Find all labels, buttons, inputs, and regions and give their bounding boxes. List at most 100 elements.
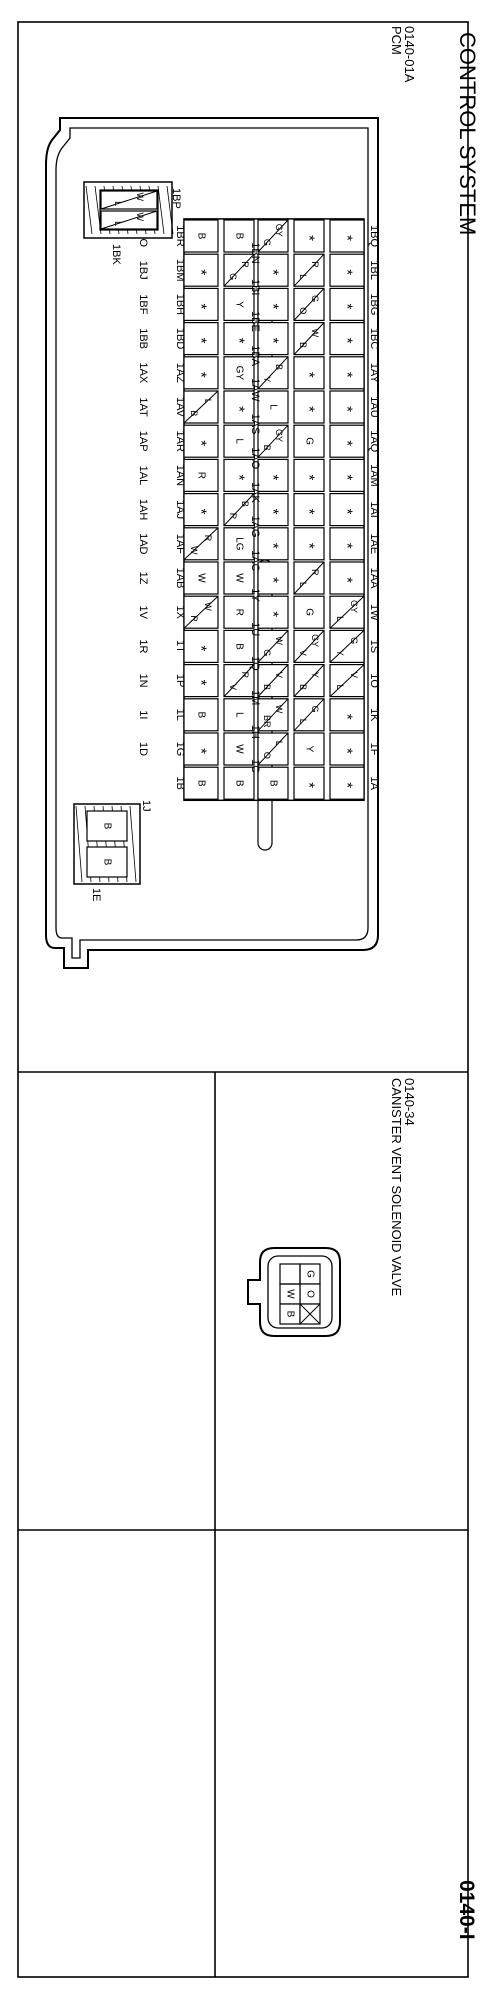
pin-id-label: 1N bbox=[137, 674, 149, 688]
unused-pin-mark: * bbox=[265, 543, 282, 549]
pin-box bbox=[223, 458, 255, 492]
wire-color-secondary: R bbox=[228, 513, 238, 520]
pin-id-label: 1Y bbox=[249, 588, 261, 602]
wire-color: W bbox=[234, 744, 245, 754]
pin-box bbox=[183, 458, 219, 492]
pin-box bbox=[257, 458, 289, 492]
unused-pin-mark: * bbox=[193, 372, 210, 378]
wire-color-primary: L bbox=[274, 741, 284, 746]
pin-box bbox=[329, 424, 365, 458]
wire-color-secondary: L bbox=[335, 684, 345, 689]
pin-cell: * bbox=[293, 766, 325, 800]
pin-box bbox=[183, 629, 219, 664]
pin-id-label: 1L bbox=[174, 709, 186, 721]
pin-cell: RV bbox=[223, 663, 255, 698]
unused-pin-mark: * bbox=[339, 235, 356, 241]
pin-id-label: 1BQ bbox=[368, 225, 380, 247]
pin-cell: RL bbox=[293, 253, 325, 287]
pin-box bbox=[293, 595, 325, 629]
pin-split-line bbox=[100, 190, 158, 210]
wire-color-secondary: R bbox=[189, 615, 199, 622]
unused-pin-mark: * bbox=[231, 474, 248, 480]
unused-pin-mark: * bbox=[193, 338, 210, 344]
wire-color: LG bbox=[234, 537, 245, 551]
pin-id-label: 1H bbox=[249, 725, 261, 739]
unused-pin-mark: * bbox=[339, 372, 356, 378]
pin-split-line bbox=[293, 664, 325, 697]
pin-box bbox=[223, 287, 255, 321]
pin-id-label: 1AN bbox=[174, 465, 186, 486]
wire-color-secondary: Y bbox=[335, 650, 345, 656]
wire-color-primary: G bbox=[310, 295, 320, 302]
unused-pin-mark: * bbox=[265, 577, 282, 583]
pin-cell: B bbox=[223, 766, 255, 800]
wire-color-primary: L bbox=[203, 399, 213, 404]
pin-cell: RG bbox=[223, 253, 255, 287]
wire-color: B bbox=[234, 233, 245, 240]
pin-box bbox=[183, 219, 219, 253]
pin-cell: RW bbox=[183, 527, 219, 561]
pin-cell: BR bbox=[223, 493, 255, 527]
pin-cell: Y bbox=[293, 732, 325, 766]
pin-cell: R bbox=[223, 595, 255, 629]
wire-color-primary: B bbox=[240, 501, 250, 507]
pin-split-line bbox=[223, 253, 255, 287]
blank-cross-line bbox=[299, 1303, 321, 1325]
pin-id-label: 1AP bbox=[137, 431, 149, 452]
pin-cell: WG bbox=[257, 629, 289, 664]
pin-box bbox=[329, 527, 365, 561]
pin-cell: * bbox=[293, 390, 325, 424]
pcm-label: 0140-01A PCM bbox=[389, 26, 417, 83]
pin-cell: VB bbox=[257, 663, 289, 698]
pin-cell: * bbox=[329, 390, 365, 424]
wire-color-secondary: L bbox=[298, 274, 308, 279]
pin-cell: * bbox=[257, 527, 289, 561]
pcm-name: PCM bbox=[389, 26, 404, 55]
wire-color-secondary: B bbox=[298, 342, 308, 348]
canister-housing-inner bbox=[267, 1255, 333, 1329]
unused-pin-mark: * bbox=[339, 577, 356, 583]
pin-split-line bbox=[100, 210, 158, 230]
pin-cell: LO bbox=[257, 732, 289, 766]
wire-color: B bbox=[196, 711, 207, 718]
unused-pin-mark: * bbox=[339, 406, 356, 412]
pin-id-label: 1R bbox=[137, 639, 149, 653]
pin-cell: * bbox=[183, 287, 219, 321]
pin-id-label: 1Z bbox=[137, 572, 149, 585]
pin-cell: * bbox=[257, 561, 289, 595]
pin-cell: * bbox=[329, 561, 365, 595]
pin-id-label: 1BK bbox=[110, 244, 122, 265]
pin-id-label: 1A bbox=[368, 776, 380, 790]
pin-box bbox=[329, 698, 365, 732]
pin-cell: * bbox=[329, 527, 365, 561]
pin-box bbox=[223, 698, 255, 732]
pin-id-label: 1O bbox=[368, 673, 380, 688]
wire-color-primary: W bbox=[310, 329, 320, 338]
pcm-housing-outer bbox=[45, 117, 379, 969]
pin-id-label: 1BG bbox=[368, 293, 380, 315]
pin-cell: * bbox=[293, 356, 325, 390]
pin-id-label: 1AU bbox=[368, 396, 380, 417]
pin-cell: L bbox=[223, 424, 255, 458]
pin-cell: B bbox=[223, 219, 255, 253]
wire-color-primary: W bbox=[274, 705, 284, 714]
hatch-line bbox=[75, 805, 83, 883]
hatch-line bbox=[129, 805, 137, 883]
pin-id-label: 1AF bbox=[174, 534, 186, 554]
pin-box bbox=[223, 561, 255, 595]
pin-cell: G bbox=[293, 424, 325, 458]
pin-box bbox=[329, 356, 365, 390]
pin-box bbox=[183, 322, 219, 356]
pin-id-label: 1P bbox=[174, 674, 186, 687]
pin-cell: * bbox=[329, 732, 365, 766]
pin-id-label: 1G bbox=[174, 742, 186, 757]
pin-cell: VL bbox=[329, 663, 365, 698]
pin-cell: W bbox=[279, 1283, 301, 1305]
pin-id-label: 1BP bbox=[170, 188, 182, 209]
pin-id-label: 1K bbox=[368, 708, 380, 722]
pin-cell: G bbox=[299, 1263, 321, 1285]
pin-cell: G bbox=[293, 595, 325, 629]
pin-id-label: 1U bbox=[249, 622, 261, 636]
wire-color: L bbox=[268, 404, 279, 410]
